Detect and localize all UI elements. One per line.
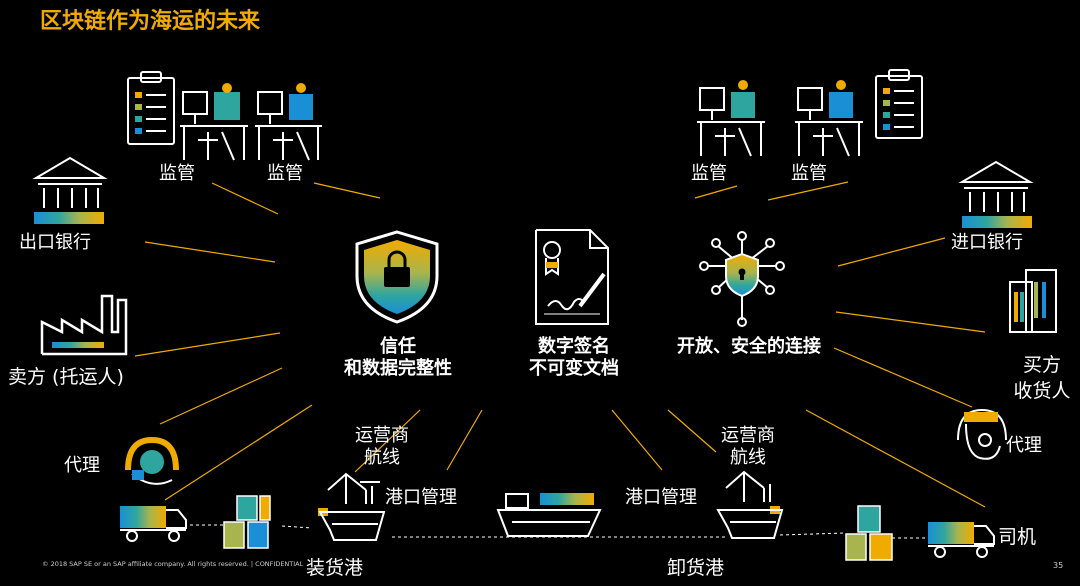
carrier-left-line2: 航线 <box>364 447 400 468</box>
regulator-right-2-label: 监管 <box>791 163 827 184</box>
loading-port-label: 装货港 <box>306 557 364 579</box>
clipboard-checklist-icon <box>875 69 923 139</box>
export-bank-label: 出口银行 <box>19 232 91 253</box>
secure-network-icon <box>699 231 785 327</box>
import-bank-label: 进口银行 <box>951 232 1023 253</box>
connection-lines <box>134 181 986 508</box>
headset-agent-icon <box>125 436 179 485</box>
regulator-right-1-label: 监管 <box>691 163 727 184</box>
unloading-port-label: 卸货港 <box>667 557 725 579</box>
truck-icon <box>928 522 995 558</box>
driver-label: 司机 <box>998 526 1037 548</box>
desk-worker-icon <box>255 83 322 161</box>
copyright-footer: © 2018 SAP SE or an SAP affiliate compan… <box>42 560 304 568</box>
port-crane-ship-icon <box>716 470 784 539</box>
bank-building-icon <box>958 160 1034 228</box>
factory-icon <box>40 294 128 356</box>
seller-label: 卖方 (托运人) <box>8 366 124 388</box>
desk-worker-icon <box>697 80 765 157</box>
container-stack-icon <box>845 505 893 561</box>
headset-agent-icon <box>957 408 1007 460</box>
truck-icon <box>120 506 187 542</box>
signature-label-line2: 不可变文档 <box>529 358 619 379</box>
port-mgmt-right-label: 港口管理 <box>625 487 697 508</box>
signature-label-line1: 数字签名 <box>538 336 610 357</box>
page-number: 35 <box>1053 561 1064 570</box>
agent-left-label: 代理 <box>64 455 100 476</box>
regulator-left-2-label: 监管 <box>267 163 303 184</box>
signed-document-icon <box>535 229 609 325</box>
regulator-left-1-label: 监管 <box>159 163 195 184</box>
carrier-right-line1: 运营商 <box>721 425 775 446</box>
shipping-route <box>190 524 925 539</box>
shield-lock-icon <box>355 230 439 324</box>
carrier-left-line1: 运营商 <box>355 425 409 446</box>
network-label: 开放、安全的连接 <box>677 336 821 357</box>
trust-label-line2: 和数据完整性 <box>344 358 452 379</box>
page-title: 区块链作为海运的未来 <box>40 9 261 34</box>
buyer-label-line2: 收货人 <box>1013 380 1071 402</box>
port-crane-ship-icon <box>318 472 386 541</box>
agent-right-label: 代理 <box>1006 435 1042 456</box>
desk-worker-icon <box>180 83 248 161</box>
cargo-ship-icon <box>496 493 602 537</box>
port-mgmt-left-label: 港口管理 <box>385 487 457 508</box>
desk-worker-icon <box>795 80 863 157</box>
carrier-right-line2: 航线 <box>730 447 766 468</box>
trust-label-line1: 信任 <box>380 336 416 357</box>
bank-building-icon <box>32 156 108 224</box>
clipboard-checklist-icon <box>127 71 175 145</box>
container-stack-icon <box>223 495 271 549</box>
buyer-label-line1: 买方 <box>1022 354 1061 376</box>
office-buildings-icon <box>1009 269 1057 333</box>
